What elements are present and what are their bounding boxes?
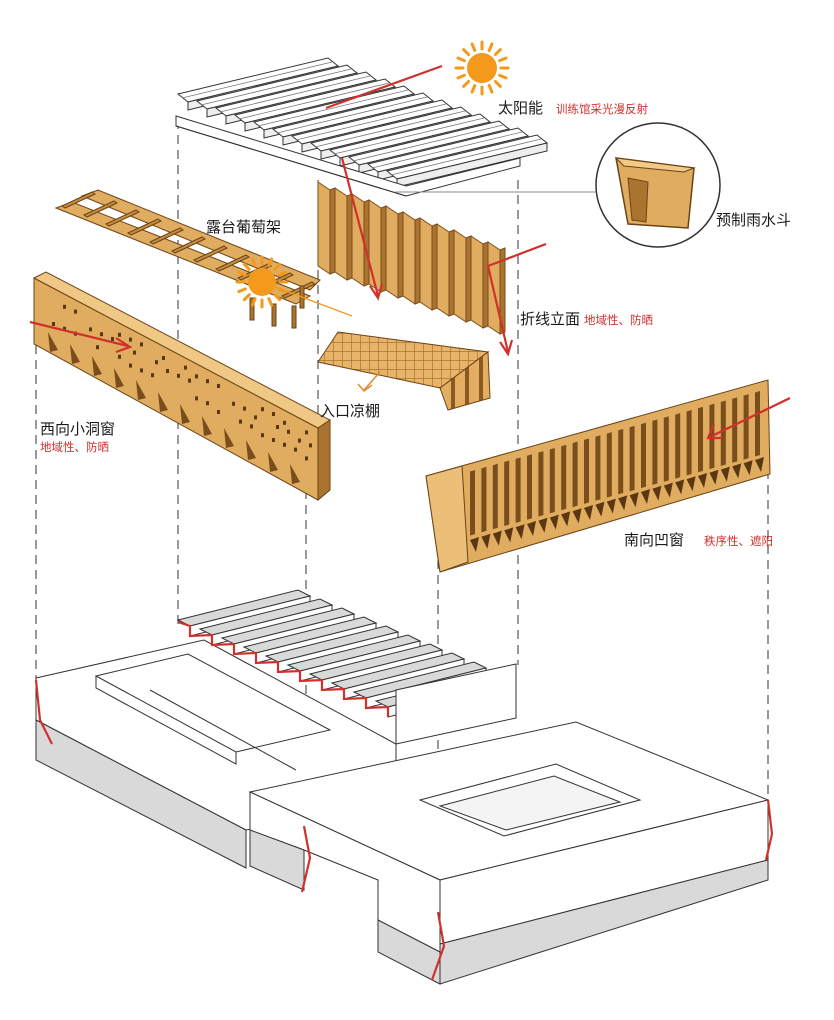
- solar-label: 太阳能: [498, 99, 544, 117]
- solar-note: 训练馆采光漫反射: [556, 102, 648, 116]
- folded-facade: [317, 181, 506, 335]
- south-arrow: [706, 397, 791, 440]
- west-arrow: [29, 320, 133, 354]
- entrance-canopy: [317, 331, 491, 411]
- scupper-detail: [395, 122, 721, 248]
- sun-icon: [454, 40, 510, 96]
- facade-arrows: [340, 157, 547, 357]
- south-wall-recessed-windows: [425, 379, 771, 573]
- west-wall-small-windows: [32, 271, 331, 502]
- pergola-label: 露台葡萄架: [206, 218, 282, 236]
- sun-ray-line: [261, 281, 353, 317]
- south-windows-label: 南向凹窗: [624, 531, 685, 549]
- entrance-canopy-label: 入口凉棚: [320, 402, 381, 420]
- solar-roof-frame: [175, 57, 549, 197]
- light-arrows: [325, 64, 443, 110]
- scupper-label: 预制雨水斗: [716, 211, 792, 229]
- folded-facade-note: 地域性、防晒: [584, 313, 653, 327]
- building-base: [34, 589, 774, 985]
- sun-icon: [235, 255, 289, 309]
- west-windows-label: 西向小洞窗: [40, 420, 116, 438]
- terrace-pergola: [54, 189, 321, 329]
- south-windows-note: 秩序性、遮阳: [704, 534, 773, 548]
- west-windows-note: 地域性、防晒: [40, 440, 109, 454]
- folded-facade-label: 折线立面: [520, 310, 581, 328]
